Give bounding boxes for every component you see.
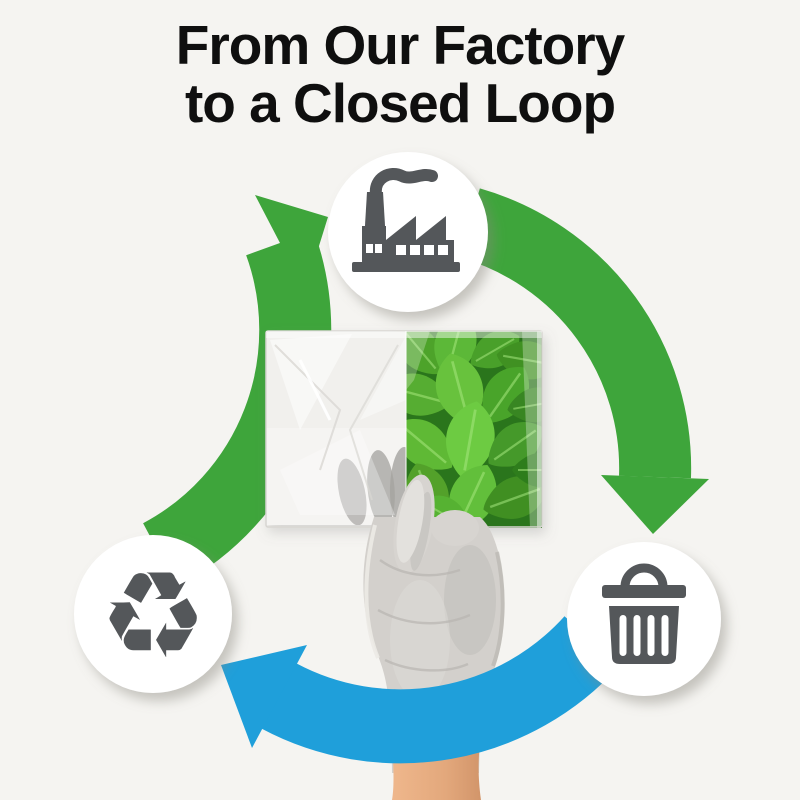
page-title: From Our Factory to a Closed Loop [0,16,800,132]
arrow-bottom-arc [261,615,620,764]
leaves [406,331,542,528]
trash-lid [602,585,686,598]
arrow-right-arc [459,188,692,479]
title-line-2: to a Closed Loop [184,72,616,134]
recycle-icon: ♻ [99,547,207,686]
arrow-left-head [255,195,328,291]
trash-handle [620,563,668,588]
recycle-circle [74,535,232,693]
glove-knuckle [431,510,479,546]
factory-smoke [369,168,438,200]
trash-bin-icon [602,563,686,664]
arrow-bottom-head [221,645,307,748]
factory-base [352,262,460,272]
arrow-right-head [601,475,709,534]
trash-slats [619,615,669,656]
arrow-disposal-to-recycling [221,615,620,764]
glove-thumb [393,474,435,574]
title-line-1: From Our Factory [175,14,626,76]
factory-windows [366,244,448,255]
arrow-factory-to-disposal [459,188,709,534]
plastic-bag [265,330,543,528]
bag-top-seam [266,331,542,338]
film-crinkles [270,334,406,515]
factory-icon [352,168,460,272]
